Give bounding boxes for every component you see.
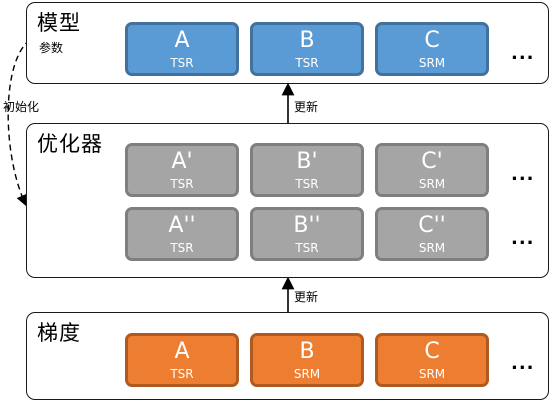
model-panel: 模型 参数 A TSR B TSR C SRM ... — [26, 2, 549, 84]
tile-sub: TSR — [295, 241, 319, 255]
optimizer-title: 优化器 — [37, 132, 103, 156]
tile-letter: B — [299, 28, 315, 53]
model-tile-b: B TSR — [250, 22, 364, 76]
gradient-tile-b: B SRM — [250, 333, 364, 387]
gradient-panel: 梯度 A TSR B SRM C SRM ... — [26, 312, 549, 400]
tile-letter: A' — [171, 149, 193, 174]
optimizer-more-2: ... — [511, 228, 535, 249]
optimizer-tile-c2: C'' SRM — [375, 207, 489, 261]
tile-sub: SRM — [418, 177, 446, 191]
update-label-bottom: 更新 — [294, 290, 319, 304]
tile-letter: C — [424, 28, 440, 53]
gradient-tile-a: A TSR — [125, 333, 239, 387]
optimizer-panel: 优化器 A' TSR B' TSR C' SRM ... A'' TSR B''… — [26, 123, 549, 278]
init-label: 初始化 — [3, 100, 40, 114]
optimizer-tile-b2: B'' TSR — [250, 207, 364, 261]
tile-letter: B' — [296, 149, 318, 174]
tile-sub: TSR — [295, 177, 319, 191]
optimizer-tile-c1: C' SRM — [375, 143, 489, 197]
tile-letter: C'' — [418, 213, 446, 238]
tile-sub: TSR — [295, 56, 319, 70]
tile-letter: A — [174, 28, 190, 53]
model-subtitle: 参数 — [39, 41, 64, 55]
tile-sub: TSR — [170, 56, 194, 70]
tile-sub: SRM — [418, 367, 446, 381]
tile-letter: A — [174, 339, 190, 364]
model-tile-c: C SRM — [375, 22, 489, 76]
tile-sub: TSR — [170, 241, 194, 255]
optimizer-more-1: ... — [511, 164, 535, 185]
optimizer-tile-a1: A' TSR — [125, 143, 239, 197]
optimizer-tile-a2: A'' TSR — [125, 207, 239, 261]
gradient-more: ... — [511, 353, 535, 374]
tile-sub: SRM — [418, 241, 446, 255]
gradient-tile-c: C SRM — [375, 333, 489, 387]
tile-letter: C' — [421, 149, 443, 174]
update-label-top: 更新 — [294, 100, 319, 114]
tile-sub: SRM — [418, 56, 446, 70]
tile-letter: B'' — [293, 213, 321, 238]
model-more: ... — [511, 43, 535, 64]
tile-sub: SRM — [293, 367, 321, 381]
model-tile-a: A TSR — [125, 22, 239, 76]
tile-letter: B — [299, 339, 315, 364]
tile-sub: TSR — [170, 367, 194, 381]
gradient-title: 梯度 — [37, 321, 81, 345]
tile-letter: C — [424, 339, 440, 364]
tile-letter: A'' — [168, 213, 196, 238]
model-title: 模型 — [37, 11, 81, 35]
tile-sub: TSR — [170, 177, 194, 191]
optimizer-tile-b1: B' TSR — [250, 143, 364, 197]
